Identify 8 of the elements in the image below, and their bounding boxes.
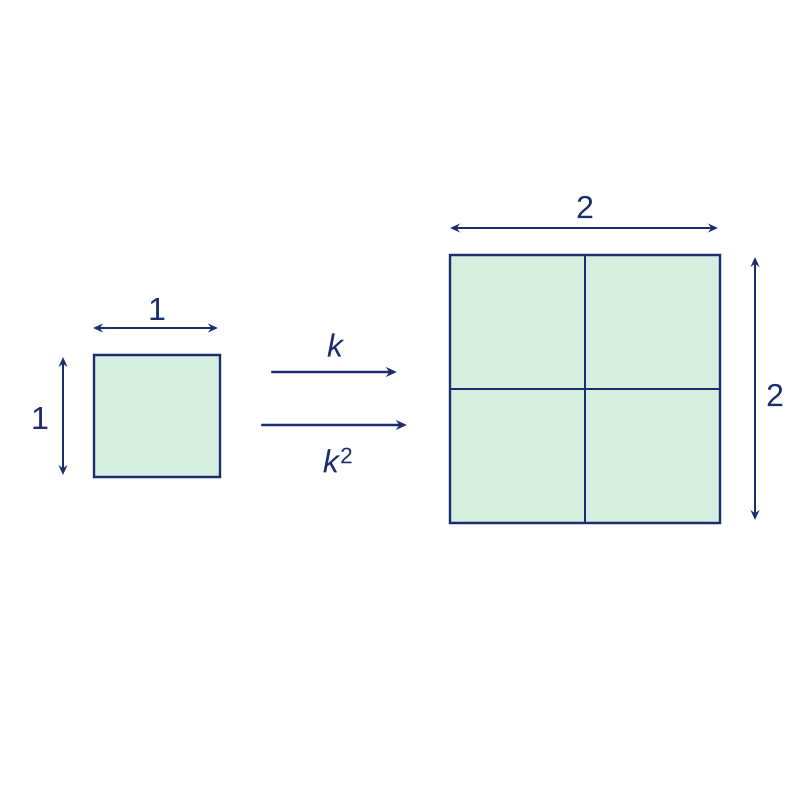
dimension-label: 1 [34,407,48,430]
grid-square [448,254,722,524]
square [92,354,222,478]
dimension-label: 1 [150,298,164,320]
edge-label: k$^{2}$ [323,448,352,472]
dimension-label: 2 [578,196,592,218]
dimension-label: 2 [768,384,782,406]
edge-label: k [328,333,344,357]
